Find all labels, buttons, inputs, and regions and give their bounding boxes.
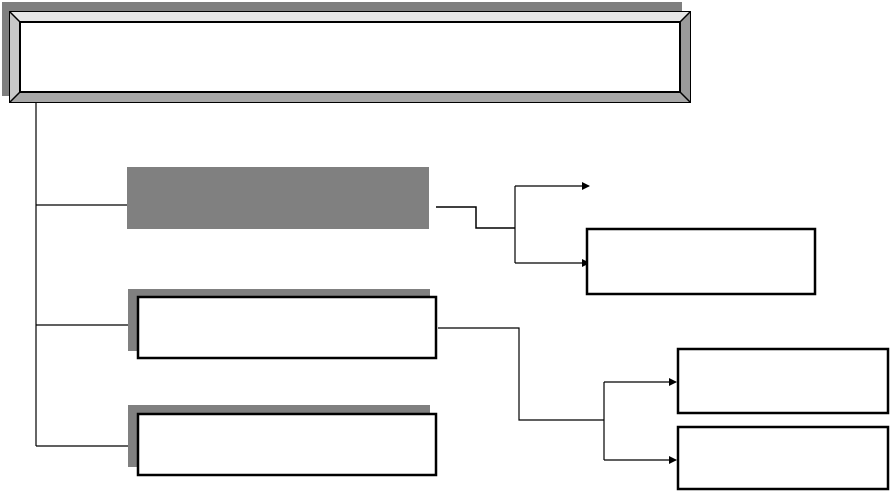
far-right-top-box (676, 347, 890, 415)
title-box-bevel-left (10, 12, 20, 102)
title-box-bevel-bottom (10, 92, 690, 102)
connector-middle-to-branch (438, 327, 604, 421)
title-box (2, 2, 691, 103)
title-box-inner (19, 21, 681, 93)
gray-box (127, 167, 429, 229)
title-box-bevel-right (680, 12, 690, 102)
bottom-left-box (128, 405, 438, 477)
bottom-left-box-frame (136, 412, 438, 477)
middle-left-box-frame (136, 295, 438, 360)
middle-left-box (128, 289, 438, 360)
top-right-box (585, 227, 817, 296)
title-box-bevel-top (10, 12, 690, 22)
connector-gray-to-branch (436, 206, 515, 229)
far-right-bottom-box (676, 425, 890, 491)
